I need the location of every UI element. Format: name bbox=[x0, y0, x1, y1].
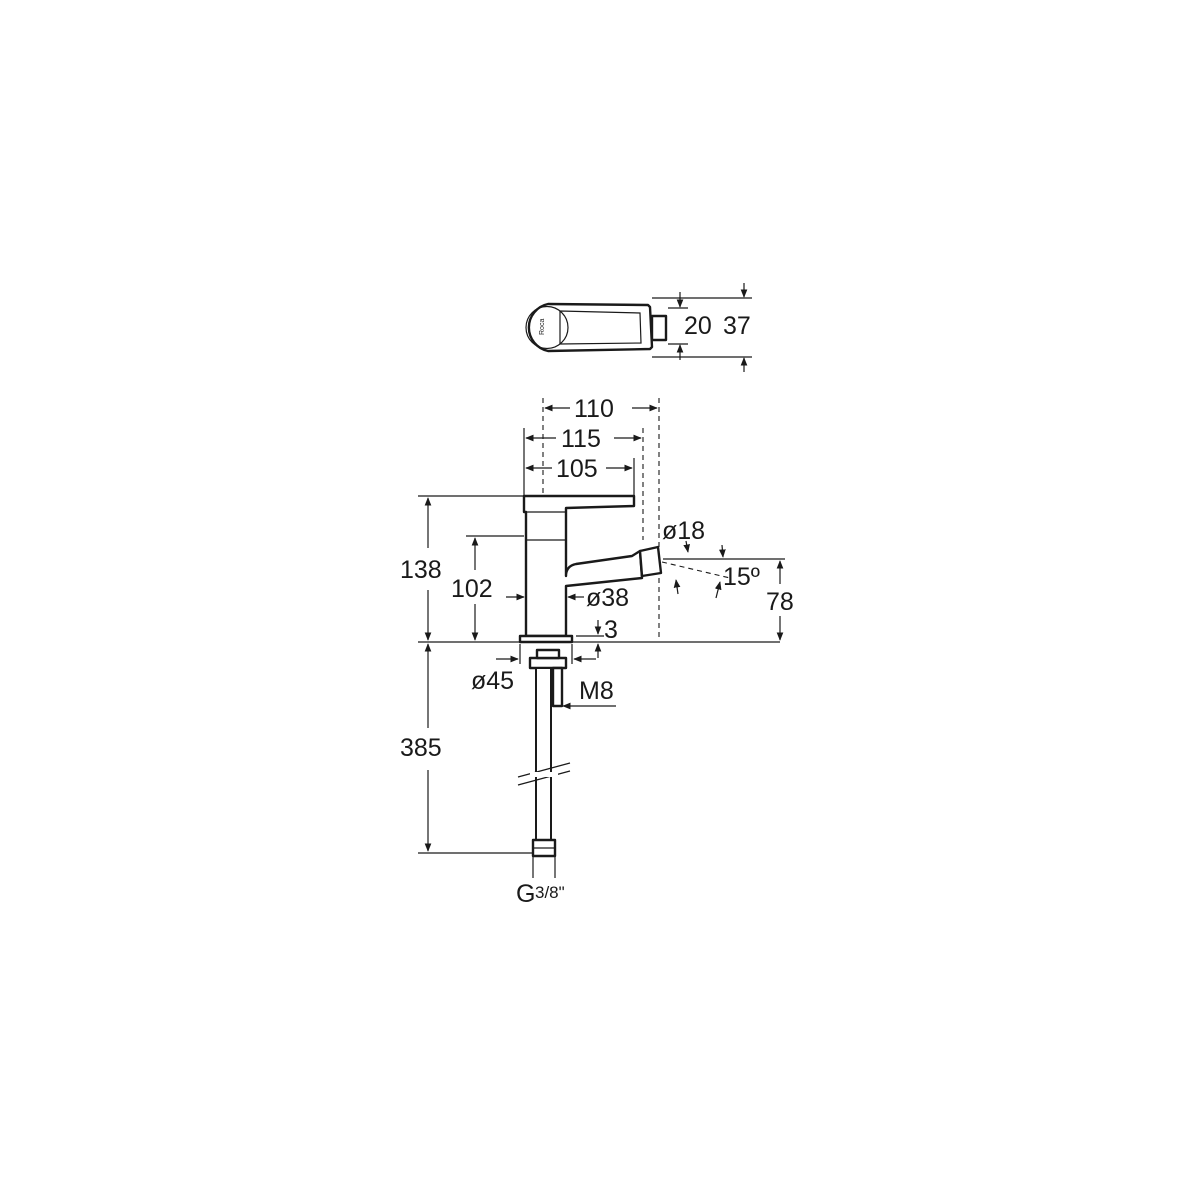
dim-18-arrow-bottom bbox=[673, 579, 681, 595]
dim-g-fraction: 3/8" bbox=[535, 883, 565, 902]
dim-15-arrow-bottom bbox=[714, 581, 722, 599]
dim-3-label: 3 bbox=[604, 616, 618, 644]
dim-15-arrow-top bbox=[719, 544, 726, 558]
dim-105-label: 105 bbox=[556, 455, 598, 483]
dim-20-label: 20 bbox=[684, 312, 712, 340]
top-view: Roca 20 37 bbox=[525, 283, 752, 372]
top-view-logo: Roca bbox=[539, 319, 546, 335]
braided-hose bbox=[535, 667, 552, 841]
front-view: 110 115 105 138 102 ø38 ø18 bbox=[400, 395, 794, 908]
spout-axis-angled bbox=[661, 561, 731, 579]
dim-37-label: 37 bbox=[723, 312, 751, 340]
threaded-rod bbox=[551, 666, 564, 708]
fixing-nut bbox=[528, 656, 568, 670]
fixing-washer bbox=[535, 648, 561, 660]
dim-g-label: G bbox=[516, 880, 535, 908]
dim-m8-label: M8 bbox=[579, 677, 614, 705]
faucet-body bbox=[522, 494, 644, 638]
dim-110-label: 110 bbox=[574, 395, 614, 423]
top-view-lever bbox=[559, 310, 642, 345]
spout-nozzle bbox=[638, 545, 663, 578]
dim-38-label: ø38 bbox=[586, 584, 629, 612]
dim-78-label: 78 bbox=[766, 588, 794, 616]
dim-385-label: 385 bbox=[400, 734, 442, 762]
dim-45-label: ø45 bbox=[471, 667, 514, 695]
dim-15-label: 15º bbox=[723, 563, 760, 591]
dim-18-arrow-top bbox=[683, 540, 690, 553]
base-plate bbox=[518, 634, 574, 644]
top-view-spout bbox=[650, 314, 668, 342]
dim-18-label: ø18 bbox=[662, 517, 705, 545]
dim-138-label: 138 bbox=[400, 556, 442, 584]
break-line-bottom bbox=[517, 770, 571, 786]
dim-115-label: 115 bbox=[561, 425, 601, 453]
top-view-cap-circle bbox=[525, 305, 569, 350]
break-line-top bbox=[517, 762, 571, 778]
break-gap bbox=[530, 772, 558, 777]
dim-102-label: 102 bbox=[451, 575, 493, 603]
